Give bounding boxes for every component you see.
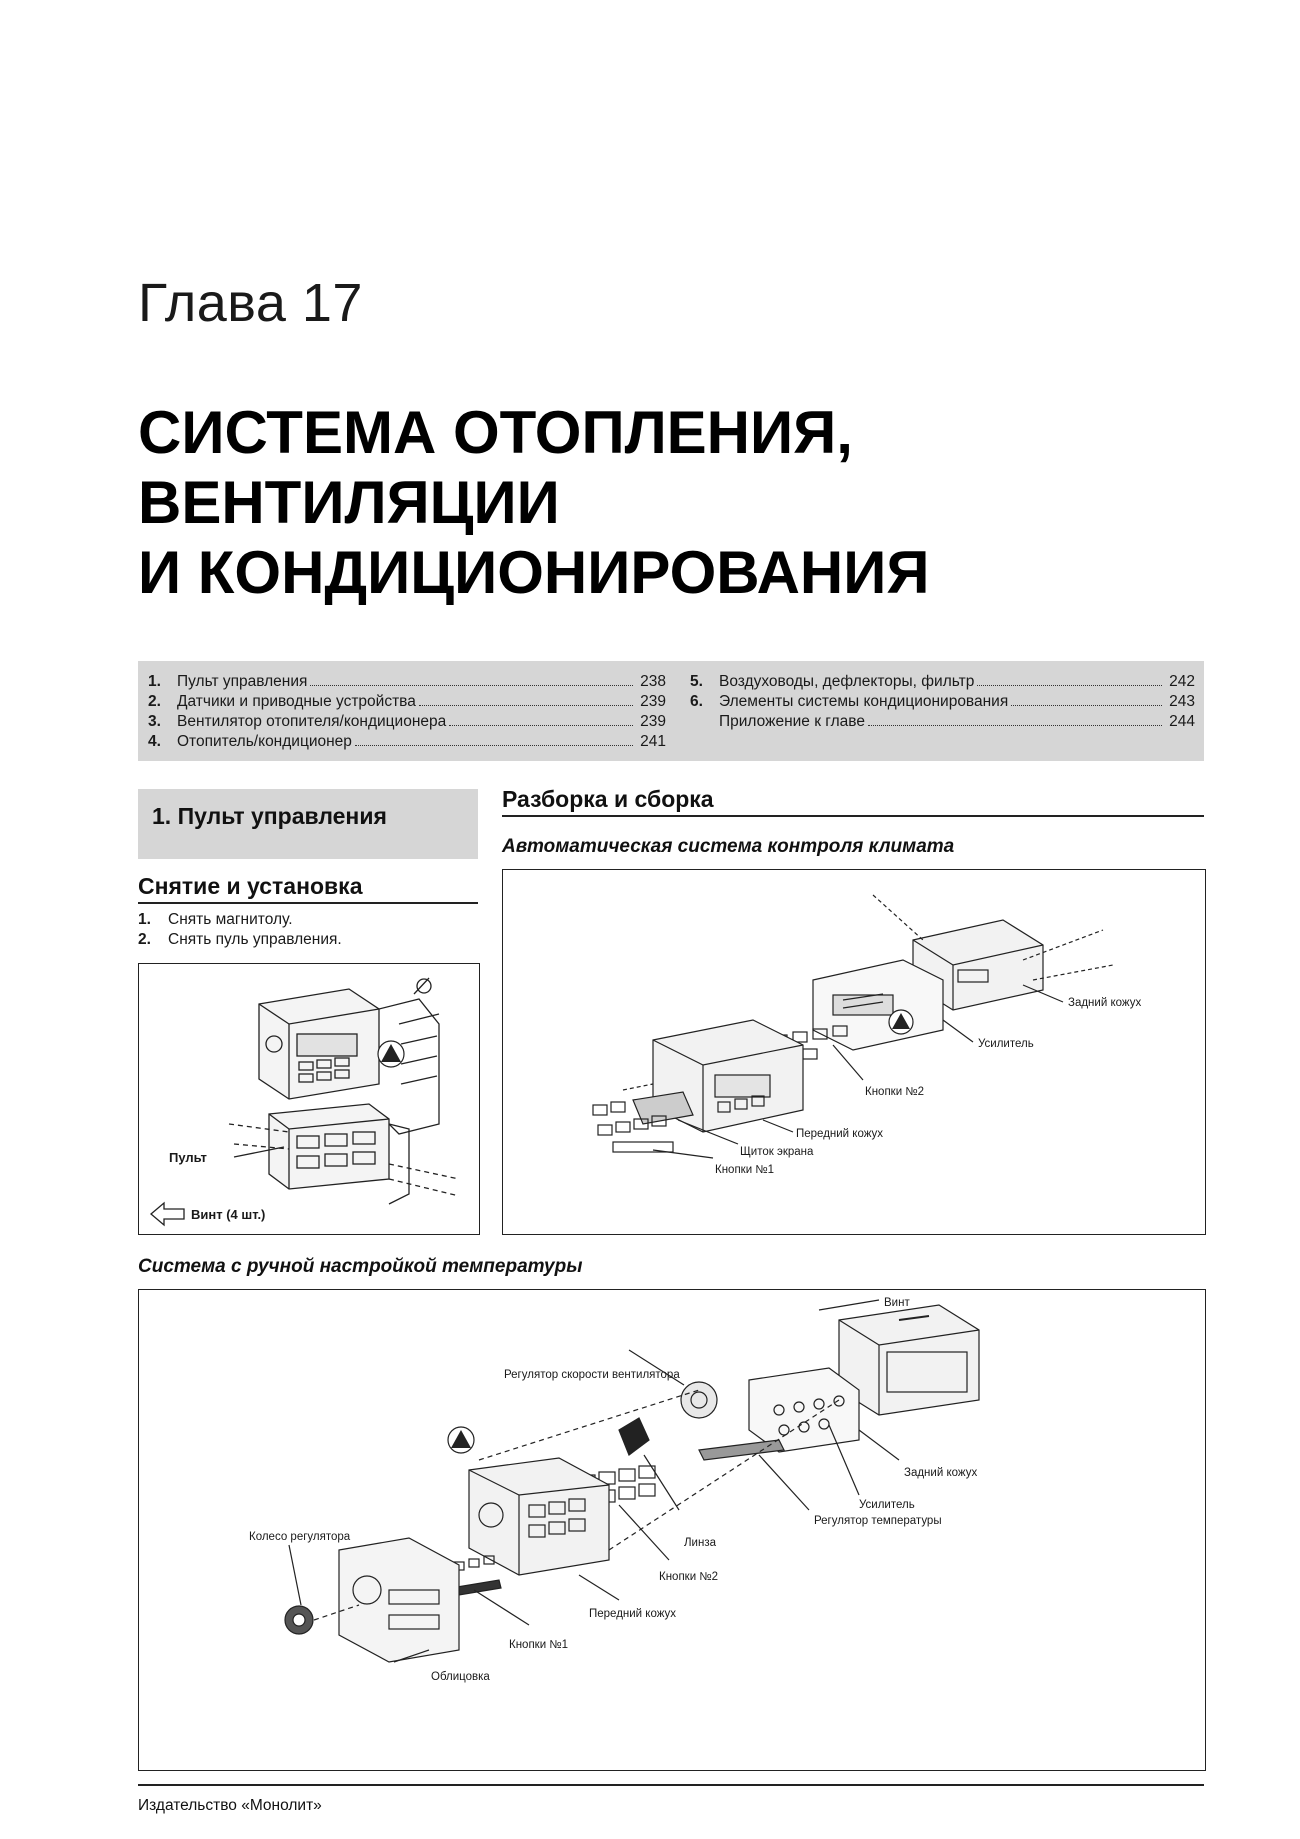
amplifier-label: Усилитель — [859, 1499, 915, 1511]
publisher-name: Издательство «Монолит» — [138, 1797, 322, 1814]
buttons1-label: Кнопки №1 — [715, 1164, 774, 1176]
chapter-title: СИСТЕМА ОТОПЛЕНИЯ, ВЕНТИЛЯЦИИ И КОНДИЦИО… — [138, 398, 1158, 608]
toc-entry[interactable]: 6. Элементы системы кондиционирования 243 — [690, 693, 1195, 713]
chapter-title-line-2: ВЕНТИЛЯЦИИ — [138, 469, 560, 536]
toc-entry[interactable]: 3. Вентилятор отопителя/кондиционера 239 — [148, 713, 666, 733]
toc-title: Воздуховоды, дефлекторы, фильтр — [719, 673, 975, 690]
screw-label: Винт (4 шт.) — [191, 1207, 265, 1222]
auto-climate-caption: Автоматическая система контроля климата — [502, 836, 955, 857]
warning-triangle-icon — [447, 1426, 475, 1454]
toc-entry[interactable]: 1. Пульт управления 238 — [148, 673, 666, 693]
toc-entry[interactable]: 2. Датчики и приводные устройства 239 — [148, 693, 666, 713]
toc-title: Отопитель/кондиционер — [177, 733, 352, 750]
front-cover-label: Передний кожух — [796, 1128, 883, 1140]
toc-num: 4. — [148, 733, 161, 750]
toc-page: 241 — [640, 733, 666, 750]
toc-page: 243 — [1169, 693, 1195, 710]
chapter-title-line-3: И КОНДИЦИОНИРОВАНИЯ — [138, 539, 930, 606]
toc-num: 5. — [690, 673, 703, 690]
toc-title: Датчики и приводные устройства — [177, 693, 416, 710]
console-removal-illustration: Пульт Винт (4 шт.) — [149, 977, 460, 1227]
toc-leader — [418, 705, 633, 706]
figure-manual-temp: Винт Регулятор скорости вентилятора Задн… — [138, 1289, 1206, 1771]
auto-climate-exploded-view: Задний кожух Усилитель Кнопки №2 Передни… — [592, 894, 1141, 1176]
toc-page: 242 — [1169, 673, 1195, 690]
toc-num: 2. — [148, 693, 161, 710]
toc-num: 3. — [148, 713, 161, 730]
front-cover-label: Передний кожух — [589, 1608, 676, 1620]
rear-cover-label: Задний кожух — [904, 1467, 977, 1479]
toc-num: 1. — [148, 673, 161, 690]
chapter-label: Глава 17 — [138, 273, 363, 333]
fan-speed-label: Регулятор скорости вентилятора — [504, 1369, 680, 1381]
buttons2-label: Кнопки №2 — [865, 1086, 924, 1098]
buttons1-label: Кнопки №1 — [509, 1639, 568, 1651]
heading-rule — [138, 902, 478, 904]
chapter-title-line-1: СИСТЕМА ОТОПЛЕНИЯ, — [138, 399, 853, 466]
toc-leader — [449, 725, 633, 726]
list-item: 1.Снять магнитолу. — [138, 911, 293, 928]
toc-title: Элементы системы кондиционирования — [719, 693, 1009, 710]
heading-rule — [502, 815, 1204, 817]
toc-entry[interactable]: Приложение к главе 244 — [690, 713, 1195, 733]
toc-page: 239 — [640, 693, 666, 710]
warning-triangle-icon — [377, 1040, 405, 1068]
facing-label: Облицовка — [431, 1671, 490, 1683]
warning-triangle-icon — [888, 1009, 914, 1035]
manual-temp-caption: Система с ручной настройкой температуры — [138, 1256, 583, 1277]
toc-title: Вентилятор отопителя/кондиционера — [177, 713, 447, 730]
toc-right-column: 5. Воздуховоды, дефлекторы, фильтр 242 6. Э… — [690, 673, 1195, 733]
toc-leader — [354, 745, 633, 746]
toc-title: Пульт управления — [177, 673, 308, 690]
toc-entry[interactable]: 5. Воздуховоды, дефлекторы, фильтр 242 — [690, 673, 1195, 693]
toc-leader — [1011, 705, 1162, 706]
toc-leader — [310, 685, 633, 686]
removal-heading: Снятие и установка — [138, 873, 363, 899]
toc-title: Приложение к главе — [719, 713, 865, 730]
lens-label: Линза — [684, 1537, 717, 1549]
table-of-contents: 1. Пульт управления 238 2. Датчики и привод… — [138, 661, 1204, 761]
list-item: 2.Снять пуль управления. — [138, 931, 342, 948]
toc-page: 239 — [640, 713, 666, 730]
toc-left-column: 1. Пульт управления 238 2. Датчики и привод… — [148, 673, 666, 753]
toc-leader — [867, 725, 1162, 726]
toc-num: 6. — [690, 693, 703, 710]
toc-entry[interactable]: 4. Отопитель/кондиционер 241 — [148, 733, 666, 753]
toc-leader — [977, 685, 1162, 686]
rear-cover-label: Задний кожух — [1068, 997, 1141, 1009]
section-title-box — [138, 789, 478, 859]
figure-console-removal: Пульт Винт (4 шт.) — [138, 963, 480, 1235]
wheel-label: Колесо регулятора — [249, 1531, 351, 1543]
amplifier-label: Усилитель — [978, 1038, 1034, 1050]
toc-page: 238 — [640, 673, 666, 690]
disassembly-heading: Разборка и сборка — [502, 786, 714, 812]
temp-regulator-label: Регулятор температуры — [814, 1515, 942, 1527]
steps-list: 1.Снять магнитолу. 2.Снять пуль управлен… — [138, 911, 342, 951]
screw-label: Винт — [884, 1297, 910, 1309]
manual-temp-exploded-view: Винт Регулятор скорости вентилятора Задн… — [249, 1297, 980, 1683]
console-label: Пульт — [169, 1150, 207, 1165]
section-title: 1. Пульт управления — [152, 803, 387, 829]
footer-rule — [138, 1784, 1204, 1786]
buttons2-label: Кнопки №2 — [659, 1571, 718, 1583]
screen-shield-label: Щиток экрана — [740, 1146, 814, 1158]
arrow-left-icon — [149, 1201, 185, 1227]
toc-page: 244 — [1169, 713, 1195, 730]
figure-auto-climate: Задний кожух Усилитель Кнопки №2 Передни… — [502, 869, 1206, 1235]
